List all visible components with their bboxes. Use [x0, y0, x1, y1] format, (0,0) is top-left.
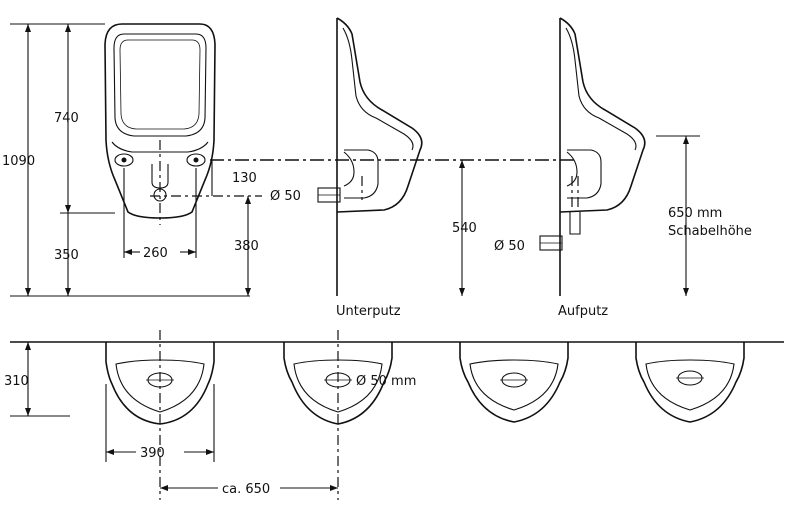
front-inner-rim	[113, 33, 207, 137]
dim-350: 350	[54, 213, 79, 296]
top-view-1: 390	[105, 330, 215, 500]
dim-label-130: 130	[232, 171, 257, 186]
view-label-unterputz: Unterputz	[336, 304, 401, 319]
dim-label-schabelhoehe: Schabelhöhe	[668, 224, 752, 239]
dim-380: 380	[234, 196, 259, 296]
side-view-aufputz: Ø 50 650 mm Schabelhöhe Aufputz	[494, 17, 752, 319]
dim-label-1090: 1090	[2, 154, 35, 169]
top-view-3	[459, 342, 569, 423]
front-view	[104, 23, 216, 225]
dim-130: 130	[211, 160, 257, 196]
dim-740: 740	[54, 24, 115, 214]
top-view-4	[635, 342, 745, 423]
view-label-aufputz: Aufputz	[558, 304, 608, 319]
dim-label-260: 260	[143, 246, 168, 261]
dim-label-d50mm: Ø 50 mm	[356, 374, 416, 389]
top-view-2: Ø 50 mm	[283, 330, 416, 500]
right-mounting-hole	[186, 153, 206, 167]
dim-label-650mm: 650 mm	[668, 206, 722, 221]
dim-label-740: 740	[54, 111, 79, 126]
dim-310: 310	[4, 342, 70, 417]
dim-label-310: 310	[4, 374, 29, 389]
dim-label-d50-front: Ø 50	[270, 189, 301, 204]
dim-ca650: ca. 650	[160, 482, 338, 497]
dim-label-540: 540	[452, 221, 477, 236]
side-view-unterputz: 540 Unterputz	[317, 17, 477, 319]
dim-label-350: 350	[54, 248, 79, 263]
dim-label-ca650: ca. 650	[222, 482, 270, 497]
dim-label-380: 380	[234, 239, 259, 254]
left-mounting-hole	[114, 153, 134, 167]
dim-label-d50-aufputz: Ø 50	[494, 239, 525, 254]
dim-1090: 1090	[2, 23, 250, 297]
dim-260: 260	[123, 168, 197, 261]
dim-label-390: 390	[140, 446, 165, 461]
